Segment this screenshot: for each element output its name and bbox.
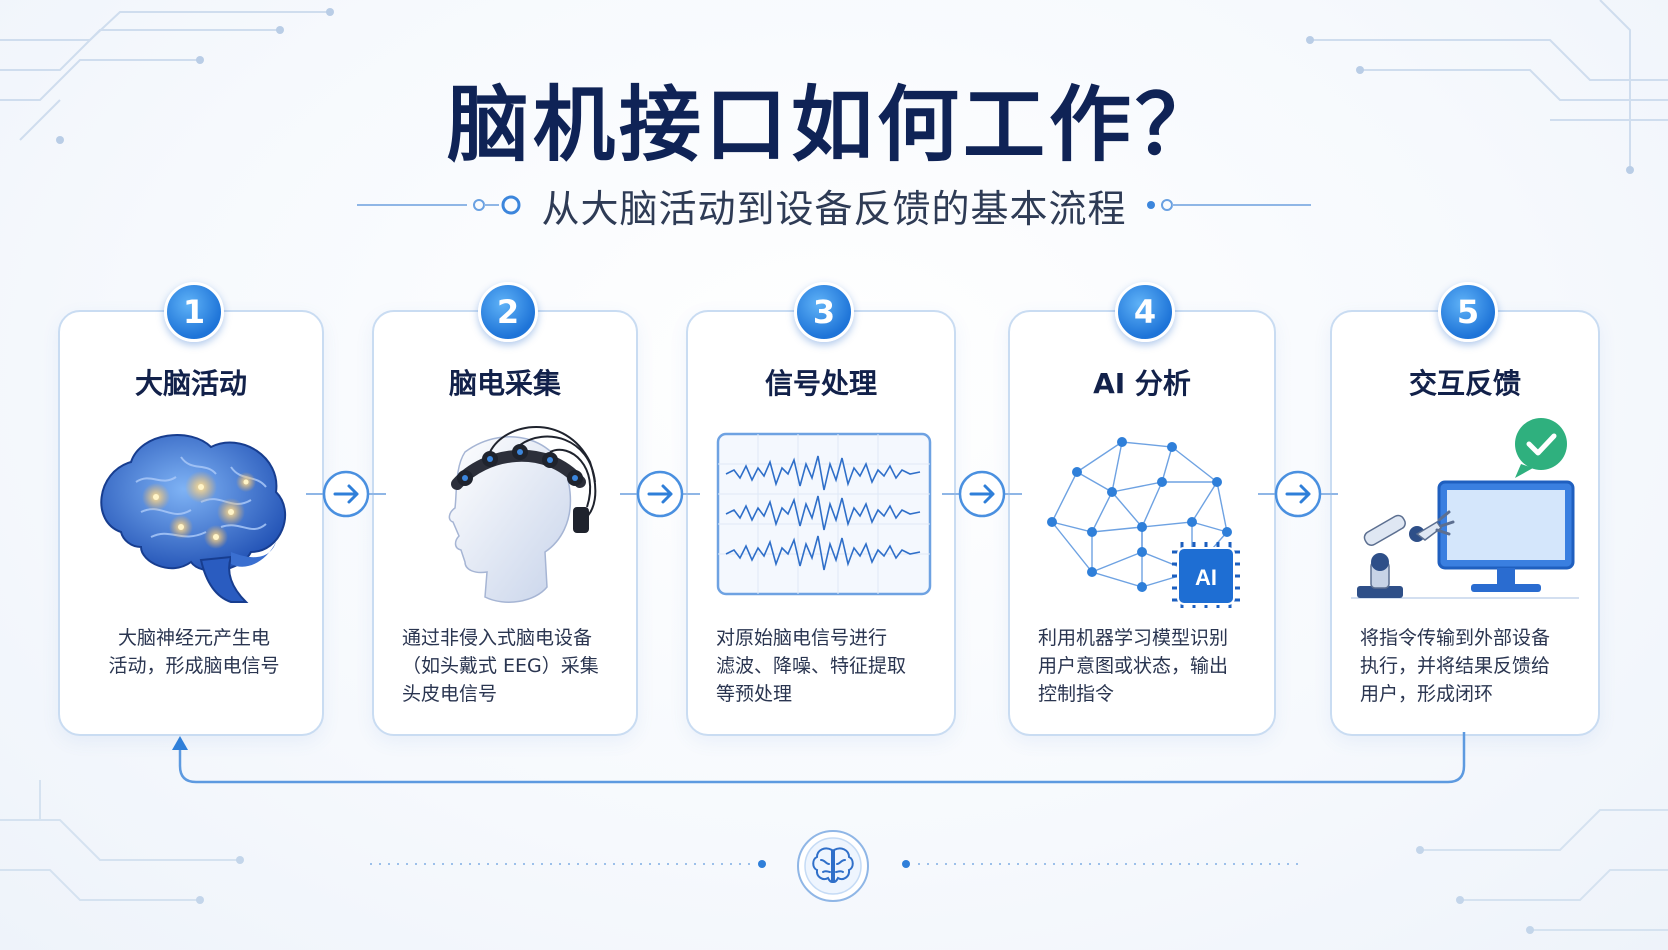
dotted-line-left: [370, 860, 766, 868]
step-title: 交互反馈: [1408, 367, 1521, 400]
step-card-ai-analysis: 4 AI 分析 AI 利用机器学习模型识别 用户意图或状态，输出: [1008, 282, 1276, 736]
step-title: 脑电采集: [448, 367, 561, 400]
brain-emblem-icon: [797, 830, 869, 902]
step-description: 大脑神经元产生电 活动，形成脑电信号: [108, 627, 280, 677]
step-card-interaction-feedback: 5 交互反馈 将指令传输到外部设备 执行，并将结果反馈给 用户，形成闭环: [1330, 282, 1600, 736]
step-number-badge: 5: [1438, 282, 1498, 342]
step-card-brain-activity: 1 大脑活动 大脑神经元产生电 活动，形成脑电信号: [58, 282, 324, 736]
dotted-line-right: [902, 860, 1298, 868]
step-description: 通过非侵入式脑电设备 （如头戴式 EEG）采集 头皮电信号: [402, 627, 599, 705]
arrow-right-icon: [1258, 470, 1338, 518]
eeg-headset-icon: [448, 426, 597, 603]
step-title: AI 分析: [1093, 367, 1191, 400]
checkmark-bubble-icon: [1515, 418, 1567, 478]
brain-icon: [100, 434, 286, 603]
subtitle-decoration-left: [357, 195, 521, 215]
feedback-illustration: [1351, 418, 1579, 599]
circuit-decoration-bottom-left: [0, 780, 244, 904]
step-number-badge: 4: [1115, 282, 1175, 342]
step-card-eeg-acquisition: 2 脑电采集 通过非侵入式脑电设备 （如头戴式 EEG）采集 头皮电信号: [372, 282, 638, 736]
subtitle-decoration-right: [1146, 199, 1311, 211]
page-title: 脑机接口如何工作？: [446, 78, 1221, 173]
step-description: 利用机器学习模型识别 用户意图或状态，输出 控制指令: [1038, 627, 1229, 705]
step-description: 将指令传输到外部设备 执行，并将结果反馈给 用户，形成闭环: [1360, 627, 1551, 705]
circuit-decoration-bottom-right: [1416, 809, 1668, 934]
circuit-decoration-top-left: [0, 8, 334, 144]
step-number-badge: 2: [478, 282, 538, 342]
step-number-badge: 3: [794, 282, 854, 342]
waveform-icon: [716, 432, 932, 596]
ai-chip-icon: AI: [1172, 542, 1240, 608]
robot-arm-icon: [1357, 510, 1455, 598]
arrow-right-icon: [620, 470, 700, 518]
svg-text:AI: AI: [1195, 565, 1217, 590]
step-description: 对原始脑电信号进行 滤波、降噪、特征提取 等预处理: [716, 627, 907, 705]
step-title: 信号处理: [764, 367, 877, 400]
step-card-signal-processing: 3 信号处理 对原始脑电信号进行 滤波、降噪、特征提取 等预处理: [686, 282, 956, 736]
arrow-right-icon: [942, 470, 1022, 518]
neural-network-icon: AI: [1047, 437, 1240, 608]
arrow-right-icon: [306, 470, 386, 518]
subtitle-row: 从大脑活动到设备反馈的基本流程: [0, 180, 1668, 231]
step-number-badge: 1: [164, 282, 224, 342]
page-subtitle: 从大脑活动到设备反馈的基本流程: [541, 186, 1127, 231]
step-title: 大脑活动: [134, 367, 247, 400]
monitor-icon: [1437, 480, 1575, 592]
circuit-decoration-top-right: [1306, 0, 1668, 174]
loop-arrow-icon: [172, 732, 1466, 784]
